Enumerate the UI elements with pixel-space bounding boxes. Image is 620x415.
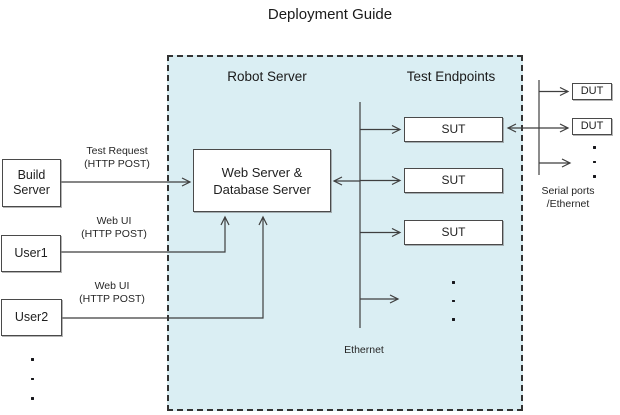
serial-ports-line1: Serial ports [541, 185, 595, 197]
more-suts-ellipsis [452, 281, 455, 321]
dut2-node: DUT [572, 118, 612, 135]
user2-node: User2 [1, 299, 62, 336]
sut1-node: SUT [404, 117, 503, 142]
sut3-node: SUT [404, 220, 503, 245]
web-database-server-label: Web Server & Database Server [213, 164, 311, 197]
user1-node: User1 [1, 235, 61, 272]
sut3-label: SUT [441, 225, 466, 239]
test-request-line2: (HTTP POST) [84, 158, 150, 170]
sut2-node: SUT [404, 168, 503, 193]
serial-ports-line2: /Ethernet [546, 198, 590, 210]
dut1-label: DUT [580, 85, 604, 97]
diagram-title: Deployment Guide [267, 6, 393, 23]
serial-ports-label: Serial ports /Ethernet [541, 185, 594, 211]
sut1-label: SUT [441, 122, 466, 136]
more-users-ellipsis [31, 358, 34, 400]
web-ui-user1-line1: Web UI [96, 215, 132, 227]
dut2-label: DUT [580, 120, 604, 132]
build-server-node: Build Server [2, 159, 61, 207]
ethernet-bus-label: Ethernet [344, 344, 384, 356]
web-ui-user2-line1: Web UI [94, 280, 130, 292]
web-ui-user1-line2: (HTTP POST) [81, 228, 147, 240]
test-request-line1: Test Request [86, 145, 148, 157]
build-server-label: Build Server [13, 168, 50, 197]
web-ui-user2-line2: (HTTP POST) [79, 293, 145, 305]
robot-server-region-label: Robot Server [227, 69, 307, 84]
test-request-edge-label: Test Request (HTTP POST) [84, 145, 150, 171]
user1-label: User1 [14, 246, 48, 260]
web-ui-user1-edge-label: Web UI (HTTP POST) [81, 215, 147, 241]
web-database-server-node: Web Server & Database Server [193, 149, 331, 212]
test-endpoints-region-label: Test Endpoints [406, 69, 496, 84]
web-ui-user2-edge-label: Web UI (HTTP POST) [79, 280, 145, 306]
sut2-label: SUT [441, 173, 466, 187]
more-duts-ellipsis [593, 146, 596, 178]
user2-label: User2 [14, 310, 49, 324]
dut1-node: DUT [572, 83, 612, 100]
